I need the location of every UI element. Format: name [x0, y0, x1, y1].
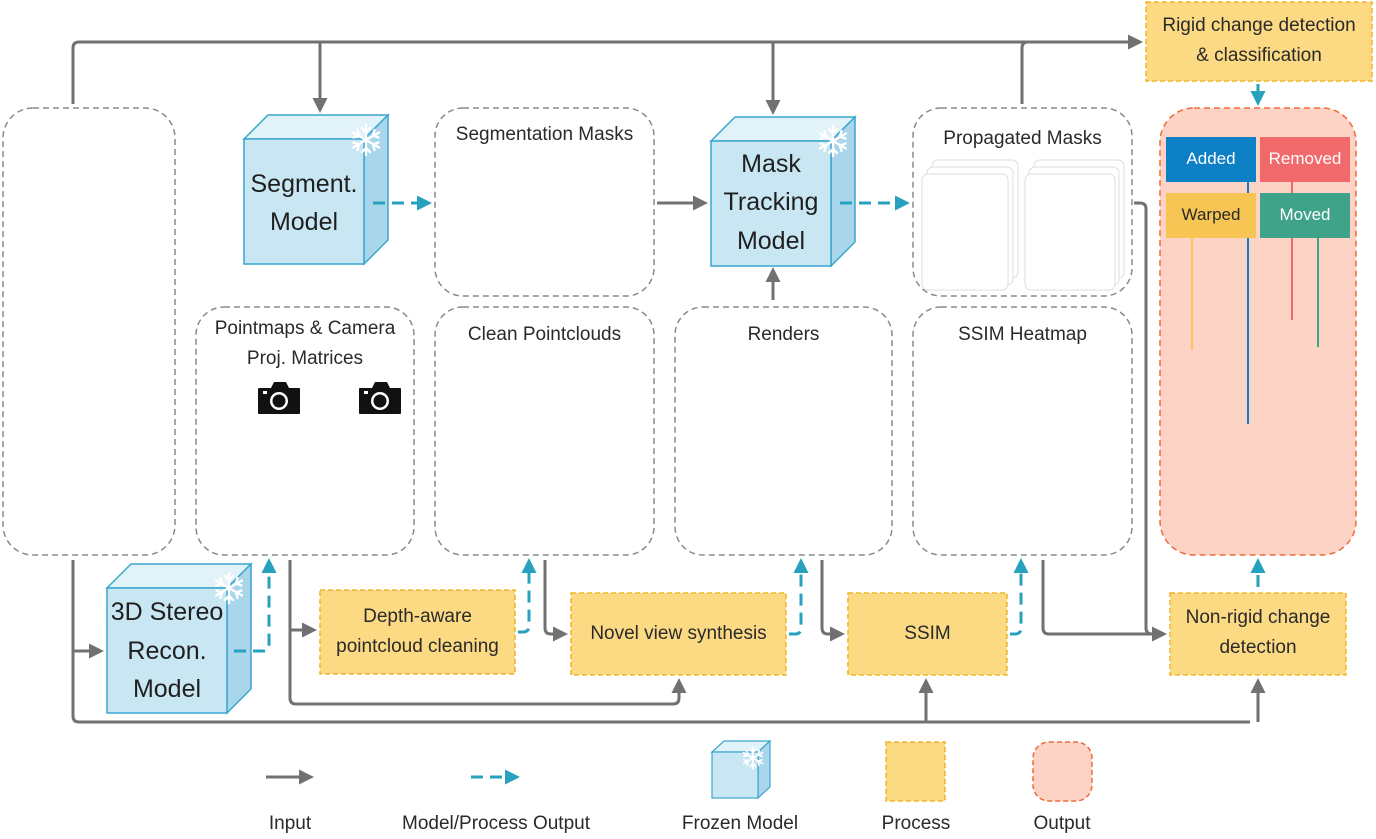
renders-box [674, 306, 893, 556]
legend-frozen-cube [710, 739, 772, 800]
propagated-masks-box [912, 107, 1133, 297]
tracking-model-label-line3: Model [736, 227, 806, 255]
stacked-mask-frames-right [1024, 159, 1125, 291]
stacked-mask-frames-left [921, 159, 1019, 291]
removed-label: Removed [1268, 149, 1342, 168]
warped-tag [1166, 193, 1256, 238]
stereo-model-label-line3: Model [132, 675, 202, 703]
removed-tag [1260, 137, 1350, 182]
legend-final-output-label: Output [1033, 813, 1091, 834]
legend-output-label: Model/Process Output [402, 813, 590, 834]
ssim-heatmap-label: SSIM Heatmap [958, 324, 1087, 345]
non-rigid-process [1169, 592, 1347, 676]
added-label: Added [1186, 149, 1236, 168]
segment-model-cube [242, 113, 390, 266]
mask-tracking-model-cube [709, 115, 857, 268]
depth-process-label-line2: pointcloud cleaning [336, 636, 499, 657]
moved-label: Moved [1279, 205, 1331, 224]
depth-process-label-line1: Depth-aware [363, 606, 472, 627]
novel-view-label: Novel view synthesis [590, 623, 767, 644]
segmentation-masks-label: Segmentation Masks [455, 124, 634, 145]
ssim-process-label: SSIM [904, 623, 951, 644]
clean-pointclouds-box [434, 306, 655, 556]
output-arrows [234, 84, 1266, 653]
legend-process-label: Process [881, 813, 951, 834]
ssim-heatmap-box [912, 306, 1133, 556]
moved-tag [1260, 193, 1350, 238]
legend-output-swatch [1032, 741, 1093, 802]
depth-cleaning-process [319, 589, 516, 675]
pointmaps-label-line1: Pointmaps & Camera [214, 318, 396, 339]
segment-model-label-line2: Model [269, 208, 339, 236]
change-output-box [1159, 107, 1357, 556]
legend-frozen-label: Frozen Model [681, 813, 799, 834]
segmentation-masks-box [434, 107, 655, 297]
added-tag [1166, 137, 1256, 182]
nonrigid-label-line1: Non-rigid change [1185, 607, 1331, 628]
legend [266, 739, 1093, 802]
segment-model-label-line1: Segment. [250, 170, 358, 198]
rigid-process-label-line2: & classification [1196, 45, 1322, 66]
warped-label: Warped [1181, 205, 1241, 224]
ssim-process [847, 592, 1008, 676]
rigid-process-label-line1: Rigid change detection [1162, 15, 1356, 36]
legend-process-swatch [885, 741, 946, 802]
nonrigid-label-line2: detection [1219, 637, 1297, 658]
image-pair-box [2, 107, 176, 556]
input-arrows [71, 34, 1266, 724]
legend-input-label: Input [268, 813, 312, 834]
tracking-model-label-line1: Mask [741, 150, 801, 178]
stereo-model-label-line1: 3D Stereo [110, 598, 224, 626]
novel-view-process [570, 592, 787, 676]
stereo-recon-model-cube [105, 562, 253, 715]
pointmaps-label-line2: Proj. Matrices [246, 348, 364, 369]
clean-pointclouds-label: Clean Pointclouds [467, 324, 622, 345]
tracking-model-label-line2: Tracking [723, 188, 819, 216]
rigid-change-process [1145, 1, 1373, 82]
propagated-masks-label: Propagated Masks [943, 128, 1102, 149]
pointmaps-box [195, 306, 415, 556]
stereo-model-label-line2: Recon. [127, 637, 207, 665]
renders-label: Renders [747, 324, 820, 345]
